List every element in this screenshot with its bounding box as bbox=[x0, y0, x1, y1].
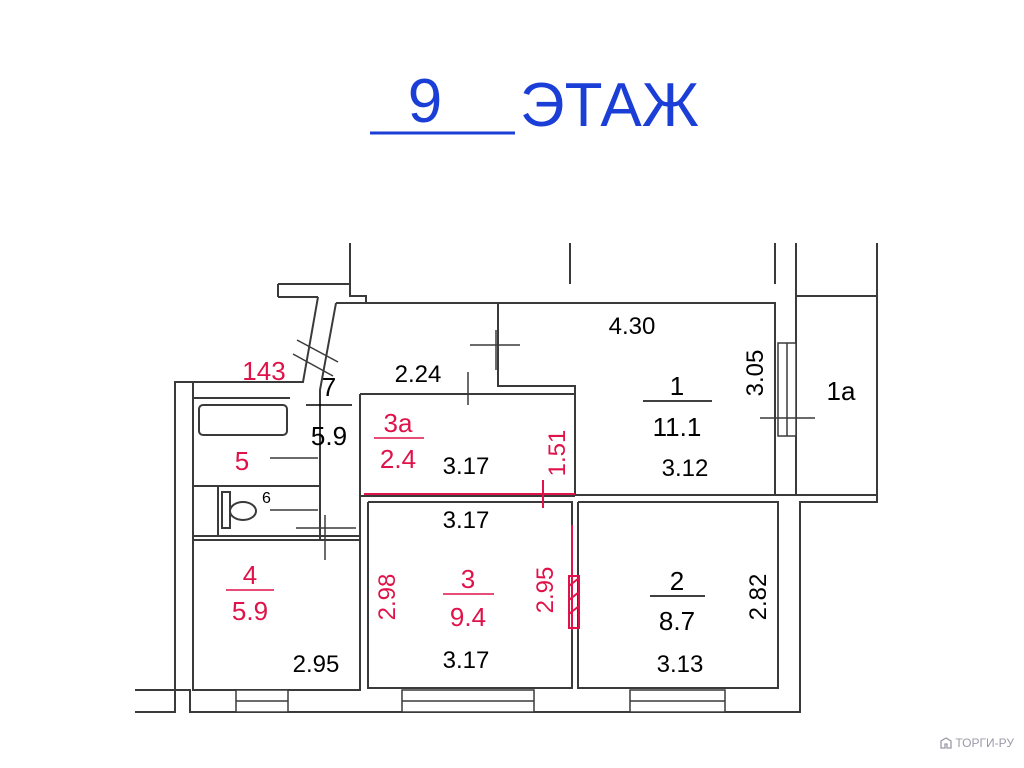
bathtub-icon bbox=[198, 404, 288, 436]
dim-3-05: 3.05 bbox=[742, 350, 769, 397]
dim-4-30: 4.30 bbox=[609, 313, 656, 340]
room-3a-number: 3а bbox=[384, 408, 413, 438]
dim-3-17-bottom: 3.17 bbox=[443, 647, 490, 674]
dim-2-24: 2.24 bbox=[395, 361, 442, 388]
room-4-area: 5.9 bbox=[232, 596, 268, 626]
room-7-area: 5.9 bbox=[311, 421, 347, 451]
room-1-number: 1 bbox=[670, 371, 684, 401]
dim-2-82: 2.82 bbox=[745, 574, 772, 621]
watermark: ТОРГИ-РУ bbox=[940, 736, 1014, 750]
room-2-area: 8.7 bbox=[659, 606, 695, 636]
floor-label: ЭТАЖ bbox=[520, 71, 699, 140]
room-1a-number: 1а bbox=[827, 376, 856, 406]
dim-3-17-top: 3.17 bbox=[443, 453, 490, 480]
red-highlights bbox=[364, 480, 580, 630]
room-1-area: 11.1 bbox=[653, 412, 702, 442]
room-4-number: 4 bbox=[243, 560, 257, 590]
room-2-number: 2 bbox=[670, 566, 684, 596]
dim-2-95-vertical: 2.95 bbox=[532, 567, 559, 614]
room-5-number: 5 bbox=[235, 446, 249, 476]
floor-title: 9 ЭТАЖ bbox=[370, 67, 699, 140]
dim-2-98: 2.98 bbox=[374, 574, 401, 621]
dim-3-12: 3.12 bbox=[662, 455, 709, 482]
toilet-icon bbox=[221, 491, 257, 529]
room-7-number: 7 bbox=[322, 372, 336, 402]
room-3-area: 9.4 bbox=[450, 602, 486, 632]
dim-3-17-mid: 3.17 bbox=[443, 507, 490, 534]
dim-1-51: 1.51 bbox=[544, 430, 571, 477]
room-3-number: 3 bbox=[461, 564, 475, 594]
door-marks bbox=[270, 330, 815, 560]
logo-icon bbox=[940, 737, 953, 749]
windows bbox=[235, 342, 797, 713]
watermark-text: ТОРГИ-РУ bbox=[955, 736, 1014, 750]
dim-143: 143 bbox=[242, 356, 285, 386]
dim-3-13: 3.13 bbox=[657, 651, 704, 678]
walls bbox=[135, 243, 878, 713]
room-3a-area: 2.4 bbox=[380, 444, 416, 474]
room-6-number: 6 bbox=[262, 490, 271, 507]
floor-number: 9 bbox=[408, 67, 442, 136]
dim-2-95-horizontal: 2.95 bbox=[293, 651, 340, 678]
